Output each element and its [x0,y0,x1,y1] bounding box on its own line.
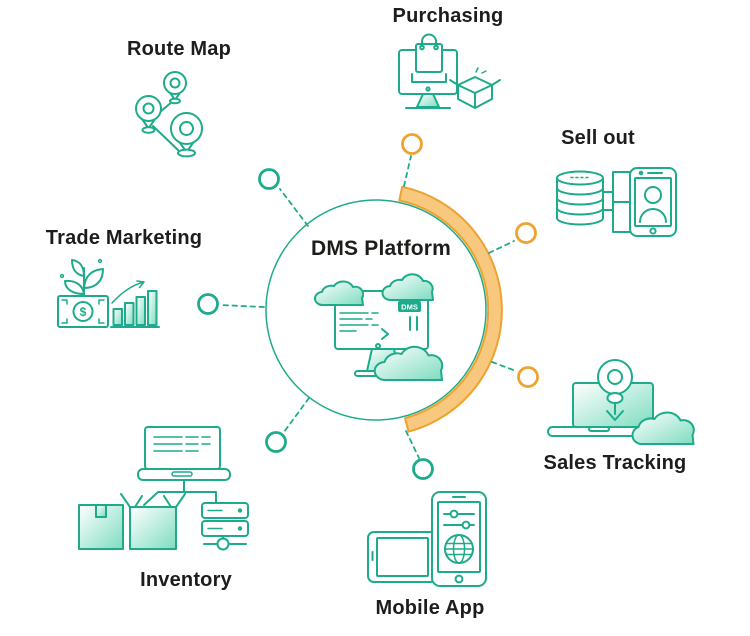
location-pin-icon [597,359,633,421]
data-link-lines [602,171,631,233]
connector-line-purchasing [403,155,412,187]
inventory-icon [78,426,249,551]
tablet-icon [367,531,437,583]
label-sales-tracking: Sales Tracking [543,452,687,474]
connector-node-inventory [265,431,287,453]
laptop [547,382,654,437]
connector-node-sales-tracking [517,366,539,388]
sell-out-icon [556,167,677,237]
label-purchasing: Purchasing [392,5,504,27]
map-pin-medium [135,95,162,134]
cloud-icon [631,411,695,445]
purchasing-icon [398,33,501,109]
dms-screen-badge: DMS [398,301,421,312]
connector-line-sales-tracking [491,361,517,372]
phone-user-icon [629,167,677,237]
connector-line-trade-marketing [219,304,265,308]
phone-settings-icon [431,491,487,587]
map-pin-small [163,71,187,105]
route-map-icon [135,71,203,158]
label-route-map: Route Map [126,38,232,60]
connector-line-route-map [279,188,309,227]
cloud-icon [314,273,444,382]
growth-chart-icon [110,280,160,328]
mobile-app-icon [367,491,487,587]
plant-icon [59,258,104,297]
globe-icon [444,534,474,564]
connector-line-inventory [283,397,310,433]
laptop [137,426,231,481]
svg-text:$: $ [80,305,87,319]
server-icon [201,502,249,551]
label-sell-out: Sell out [561,127,635,149]
open-box-icon [449,67,501,109]
svg-text:DMS: DMS [401,303,418,312]
closed-box-icon [78,504,124,550]
label-inventory: Inventory [140,569,232,591]
connector-node-route-map [258,168,280,190]
label-mobile-app: Mobile App [375,597,485,619]
open-box-icon [120,493,186,550]
database-icon [556,170,604,226]
shopping-bag-icon [415,33,443,73]
connector-line-mobile-app [405,430,420,459]
sales-tracking-icon [547,359,695,445]
connector-node-purchasing [401,133,423,155]
map-pin-large [170,112,203,158]
link-lines [143,479,217,506]
dms-platform-icon: DMS [314,273,444,382]
connector-node-mobile-app [412,458,434,480]
connector-line-sell-out [488,240,515,254]
orange-arc [398,185,503,433]
label-trade-marketing: Trade Marketing [45,227,203,249]
money-bill-icon: $ [57,295,109,328]
hub-title: DMS Platform [310,237,452,260]
connector-node-sell-out [515,222,537,244]
connector-node-trade-marketing [197,293,219,315]
trade-marketing-icon: $ [57,258,160,328]
